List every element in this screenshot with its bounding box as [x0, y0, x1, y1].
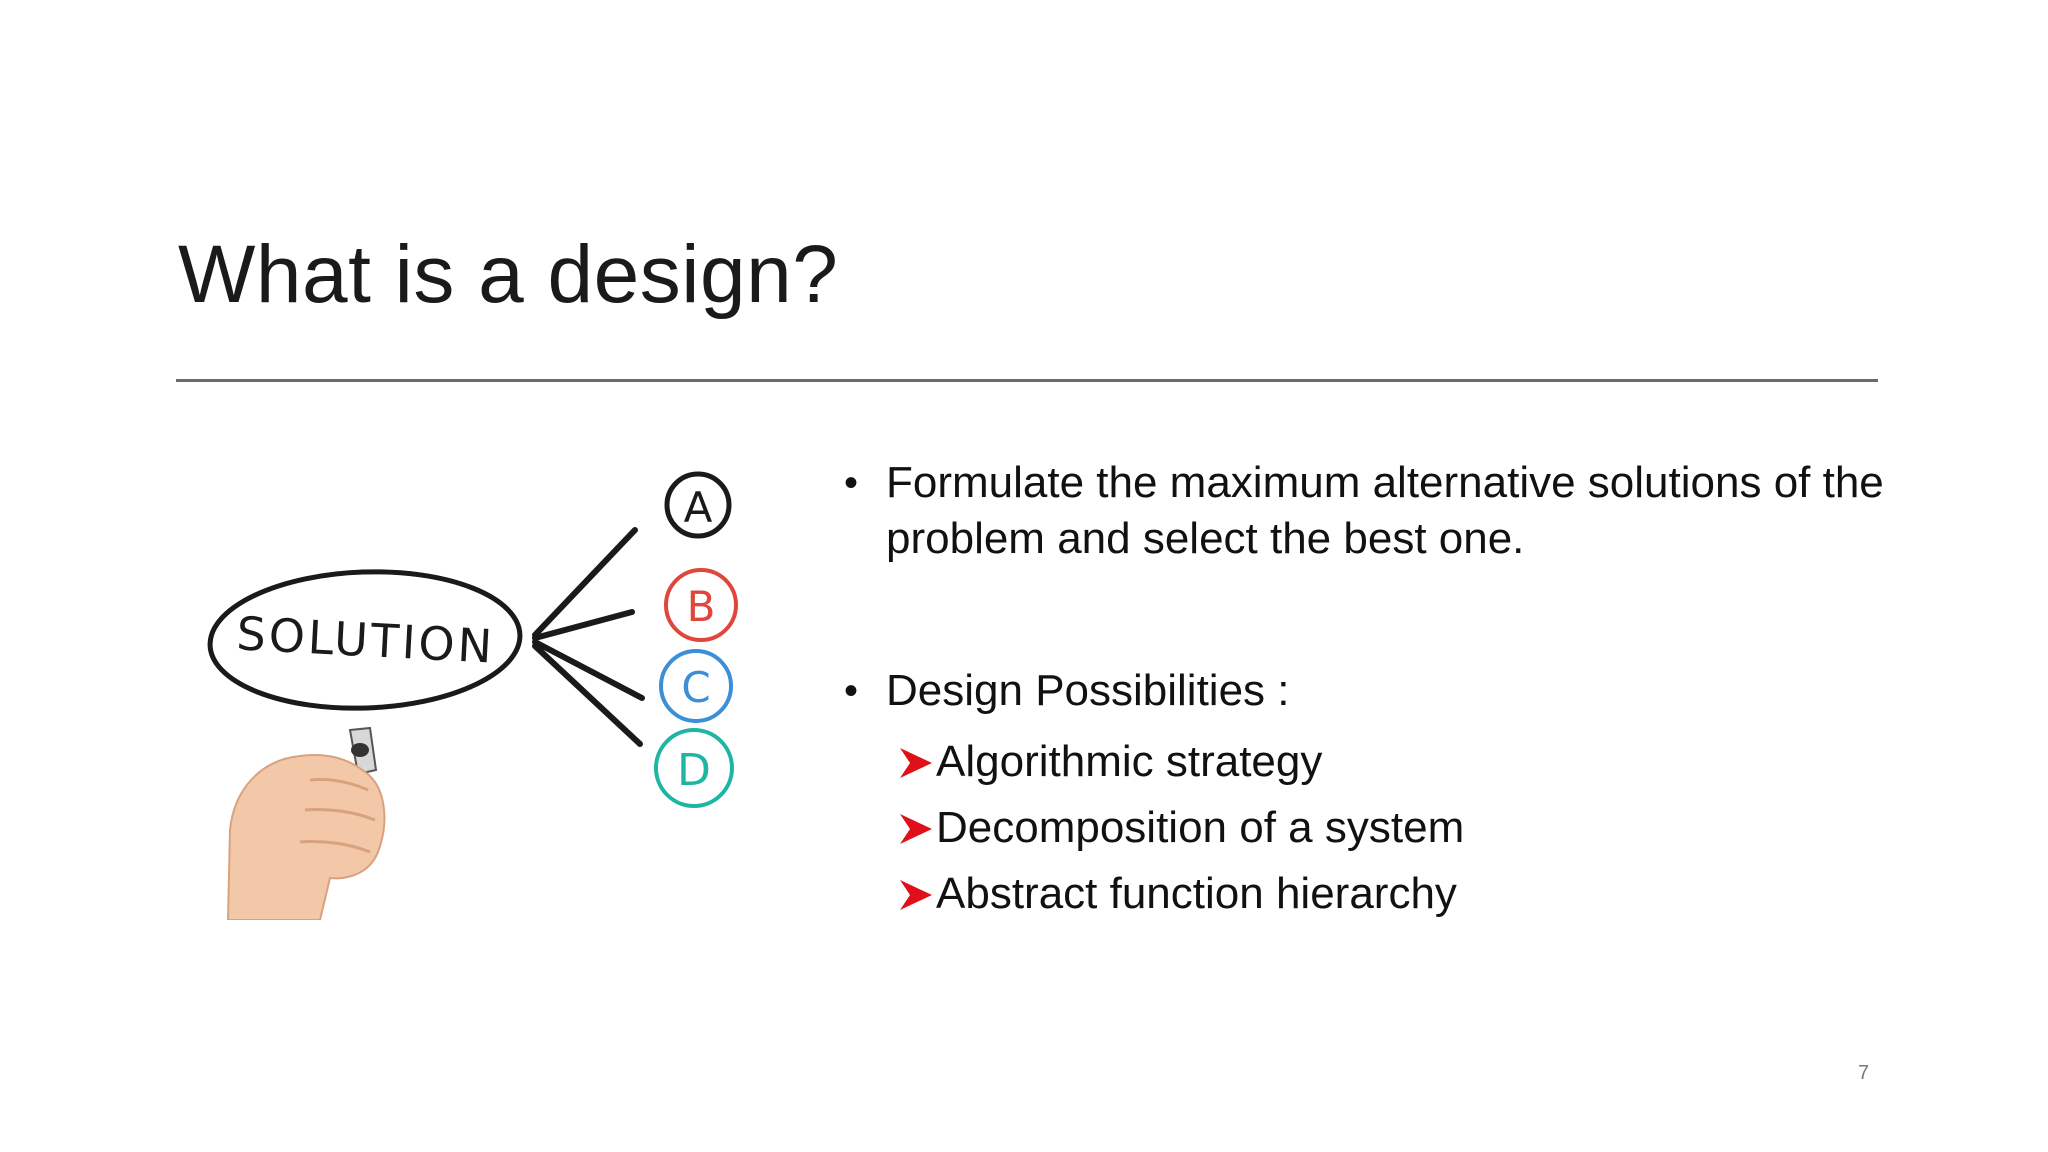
option-c-letter: C	[681, 663, 710, 712]
bullet-item: • Design Possibilities :	[840, 663, 1900, 719]
list-item: Decomposition of a system	[840, 795, 1900, 861]
hand-with-marker	[226, 726, 386, 920]
list-item: Algorithmic strategy	[840, 729, 1900, 795]
list-item-label: Abstract function hierarchy	[936, 869, 1457, 918]
option-b-letter: B	[687, 582, 716, 631]
list-item: Abstract function hierarchy	[840, 861, 1900, 927]
branch-line-a	[532, 527, 638, 638]
solution-oval	[207, 569, 523, 711]
design-possibilities-list: Algorithmic strategy Decomposition of a …	[840, 729, 1900, 927]
solution-options-illustration: SOLUTION A B C D	[207, 471, 738, 920]
list-item-label: Decomposition of a system	[936, 803, 1465, 852]
option-a: A	[664, 471, 732, 539]
slide-title: What is a design?	[178, 229, 839, 320]
arrow-bullet-icon	[900, 814, 932, 844]
bullet-content: • Formulate the maximum alternative solu…	[840, 455, 1900, 927]
solution-oval-label: SOLUTION	[235, 606, 496, 673]
bullet-dot: •	[844, 669, 859, 713]
option-b: B	[664, 568, 738, 642]
title-divider	[176, 379, 1878, 382]
arrow-bullet-icon	[900, 748, 932, 778]
bullet-text: Formulate the maximum alternative soluti…	[886, 458, 1884, 563]
option-d: D	[654, 728, 734, 808]
option-c: C	[659, 649, 733, 723]
bullet-text: Design Possibilities :	[886, 666, 1290, 715]
option-a-letter: A	[684, 483, 713, 532]
bullet-dot: •	[844, 461, 859, 505]
arrow-bullet-icon	[900, 880, 932, 910]
hand	[226, 754, 386, 920]
branch-line-c	[532, 639, 645, 701]
list-item-label: Algorithmic strategy	[936, 737, 1323, 786]
branch-line-d	[532, 643, 643, 747]
page-number: 7	[1858, 1062, 1870, 1084]
branch-lines	[532, 527, 645, 747]
option-d-letter: D	[677, 745, 711, 796]
bullet-item: • Formulate the maximum alternative solu…	[840, 455, 1900, 567]
branch-line-b	[532, 609, 635, 641]
